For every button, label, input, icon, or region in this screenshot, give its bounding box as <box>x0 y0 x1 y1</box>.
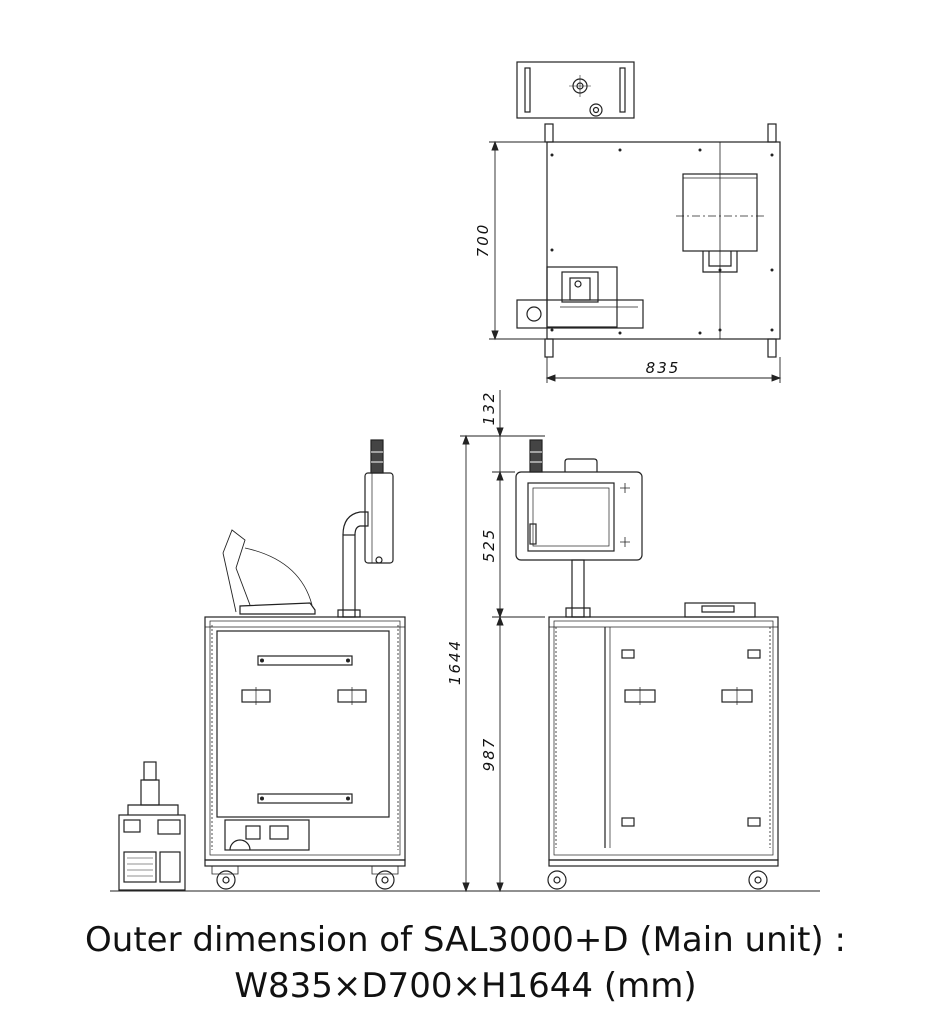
top-view-outline <box>516 123 781 358</box>
base-height-label: 987 <box>480 737 498 772</box>
beacon-height-label: 132 <box>480 391 498 426</box>
width-dimension <box>545 357 782 383</box>
front-view <box>515 439 779 890</box>
panel-height-label: 525 <box>480 528 498 563</box>
pump-unit <box>118 761 186 891</box>
caption-line-1: Outer dimension of SAL3000+D (Main unit)… <box>85 920 846 960</box>
side-view <box>204 439 406 890</box>
width-dimension-label: 835 <box>646 359 681 377</box>
depth-dimension-label: 700 <box>474 223 492 258</box>
technical-drawing: 700 835 <box>110 61 820 893</box>
top-detail-plate <box>516 61 635 119</box>
total-height-label: 1644 <box>446 639 464 685</box>
height-dimensions <box>460 390 545 893</box>
depth-dimension <box>489 140 545 341</box>
caption-line-2: W835×D700×H1644 (mm) <box>234 966 697 1006</box>
top-view: 700 835 <box>474 61 782 383</box>
